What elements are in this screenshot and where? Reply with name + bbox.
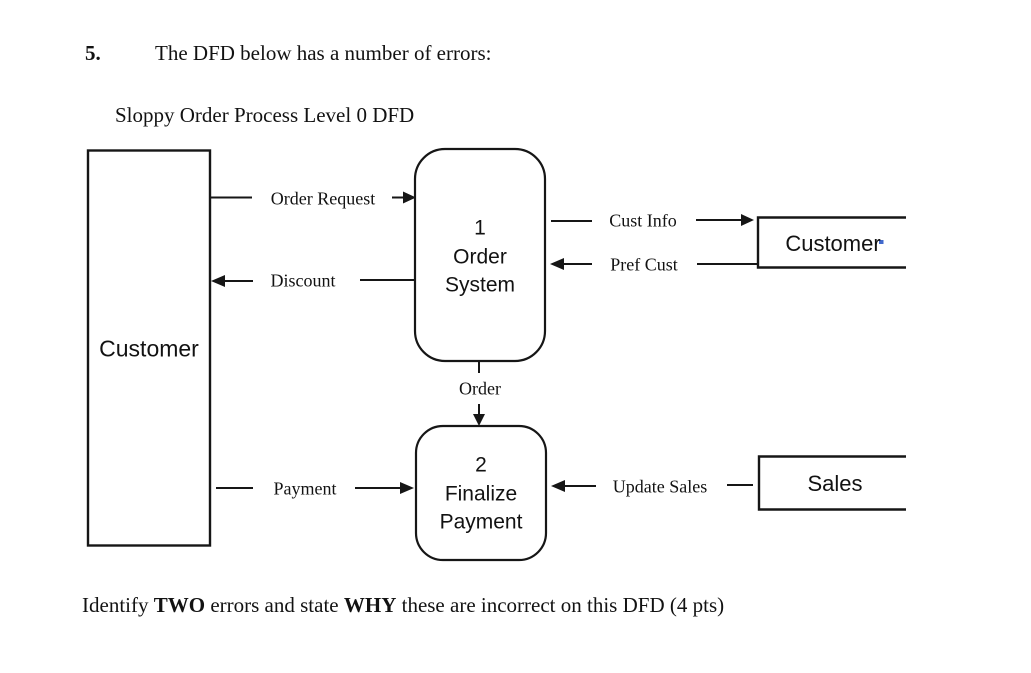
data-store-customer-box xyxy=(756,216,906,269)
flow-payment-arrowhead xyxy=(400,482,414,494)
footer-instruction: Identify TWO errors and state WHY these … xyxy=(82,593,724,618)
flow-cust-info-line xyxy=(551,219,742,222)
footer-bold-why: WHY xyxy=(343,593,397,617)
process-1-name-line2: System xyxy=(444,273,516,297)
flow-update-sales-arrowhead xyxy=(551,480,565,492)
question-number: 5. xyxy=(85,41,101,65)
process-1-name-line1: Order xyxy=(453,244,507,268)
data-store-sales-label: Sales xyxy=(807,471,863,496)
footer-part2: errors and state xyxy=(205,593,344,617)
process-2-number: 2 xyxy=(475,453,487,477)
process-1-label: 1 Order System xyxy=(445,214,515,300)
flow-discount-line xyxy=(224,279,414,282)
flow-order-request-label: Order Request xyxy=(270,188,376,209)
process-2-name-line2: Payment xyxy=(439,510,523,534)
flow-cust-info-arrowhead xyxy=(741,214,754,226)
flow-order-request-arrowhead xyxy=(403,191,416,204)
data-store-sales-box xyxy=(757,455,906,511)
process-1-number: 1 xyxy=(474,216,486,240)
flow-order-label: Order xyxy=(459,378,501,399)
data-store-customer-label: Customer xyxy=(785,231,881,256)
external-entity-customer-label: Customer xyxy=(99,335,199,362)
flow-payment-label: Payment xyxy=(273,478,337,499)
flow-pref-cust-label: Pref Cust xyxy=(610,254,678,275)
question-heading: 5. The DFD below has a number of errors: xyxy=(85,41,492,66)
flow-pref-cust-arrowhead xyxy=(550,258,564,270)
flow-update-sales-line xyxy=(564,484,753,487)
footer-bold-two: TWO xyxy=(153,593,206,617)
external-entity-customer-box xyxy=(86,149,212,547)
process-2-box xyxy=(414,424,548,562)
process-2-label: 2 Finalize Payment xyxy=(440,451,523,537)
flow-order-arrowhead xyxy=(473,414,485,426)
footer-part1: Identify xyxy=(82,593,154,617)
flow-discount-arrowhead xyxy=(211,275,225,287)
blue-artifact-dot xyxy=(879,240,884,244)
question-text: The DFD below has a number of errors: xyxy=(155,41,492,65)
footer-part3: these are incorrect on this DFD (4 pts) xyxy=(396,593,725,617)
flow-discount-label: Discount xyxy=(270,270,336,291)
flow-cust-info-label: Cust Info xyxy=(609,210,677,231)
flow-update-sales-label: Update Sales xyxy=(612,476,708,497)
process-2-name-line1: Finalize xyxy=(444,481,518,505)
diagram-title: Sloppy Order Process Level 0 DFD xyxy=(115,103,415,127)
